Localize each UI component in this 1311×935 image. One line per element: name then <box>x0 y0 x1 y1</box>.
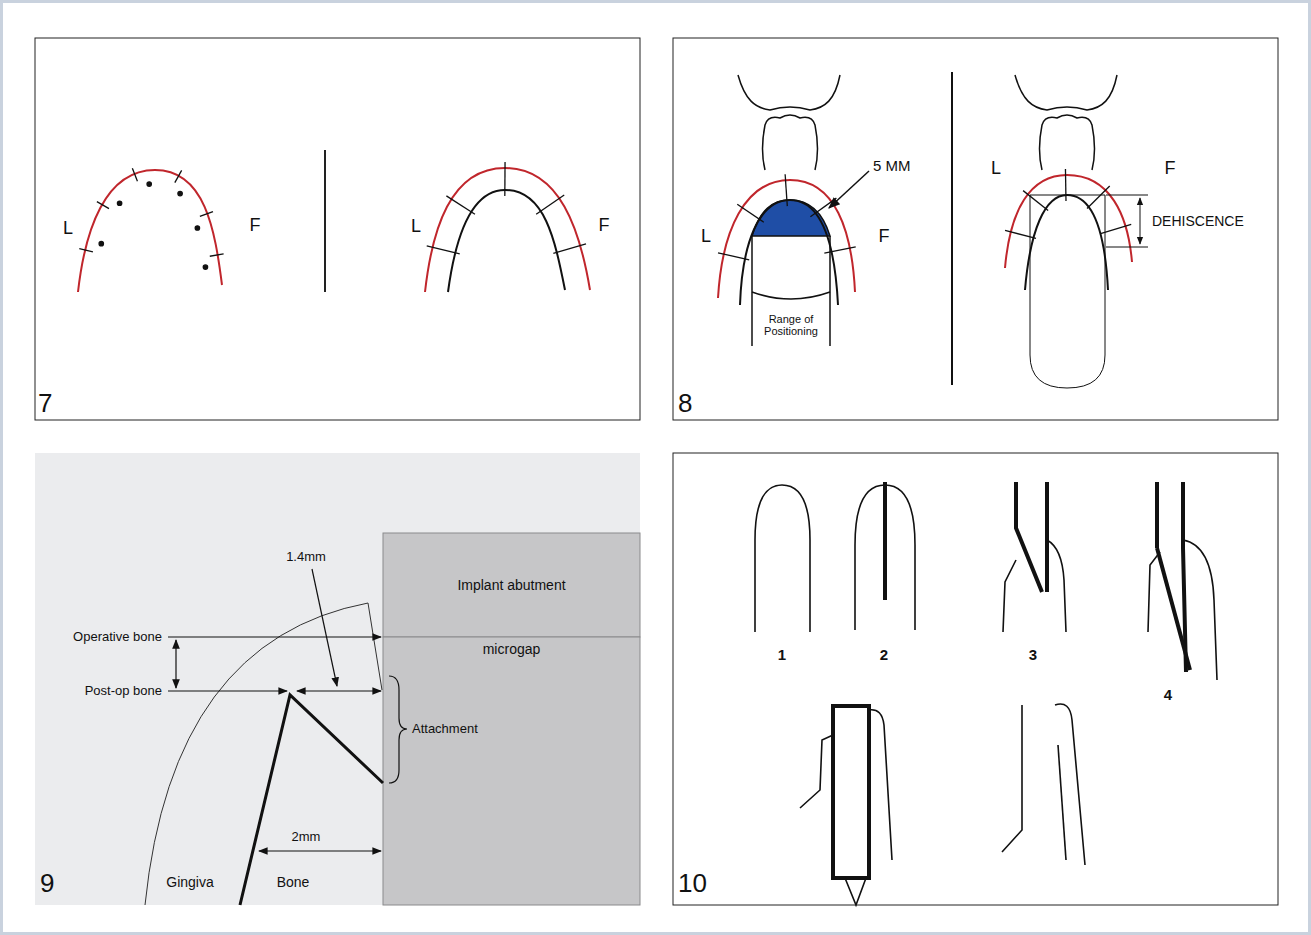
tissue-label: Bone <box>277 874 310 890</box>
step-number: 2 <box>880 646 888 663</box>
figure-number: 7 <box>38 389 52 419</box>
tick-mark <box>175 170 182 182</box>
tick-mark <box>1087 186 1110 209</box>
ridge-figure <box>718 72 1148 388</box>
side-letter: L <box>701 226 711 247</box>
ridge-figure <box>78 150 590 292</box>
box-label: Implant abutment <box>457 577 565 593</box>
tick-mark <box>824 247 855 253</box>
suture-dot <box>99 241 103 245</box>
side-letter: F <box>250 215 261 236</box>
tick-mark <box>1065 169 1067 201</box>
range-label: Range of Positioning <box>758 313 824 337</box>
side-letter: F <box>879 226 890 247</box>
side-letter: L <box>63 218 73 239</box>
panel-frame <box>35 453 640 905</box>
figure-number: 8 <box>678 389 692 419</box>
tick-mark <box>504 162 506 196</box>
dimension: 2mm <box>292 830 321 845</box>
dimension: 1.4mm <box>286 550 326 565</box>
tick-mark <box>1023 191 1048 211</box>
dimension: 5 MM <box>873 157 911 174</box>
incision-figure <box>755 482 1217 905</box>
tick-mark <box>1005 230 1036 238</box>
tick-mark <box>427 246 460 254</box>
tick-mark <box>79 249 93 252</box>
bracket-label: Attachment <box>412 722 478 737</box>
suture-dot <box>203 265 207 269</box>
step-number: 4 <box>1164 686 1172 703</box>
tick-mark <box>132 168 137 181</box>
tick-mark <box>446 196 475 214</box>
step-number: 1 <box>778 646 786 663</box>
implant-figure <box>145 533 640 905</box>
figure-number: 9 <box>40 869 54 899</box>
box-label: microgap <box>483 641 541 657</box>
side-letter: L <box>411 216 421 237</box>
tick-mark <box>200 212 213 217</box>
tick-mark <box>97 202 109 209</box>
tick-mark <box>810 198 836 217</box>
tick-mark <box>553 244 586 253</box>
level-label: Post-op bone <box>85 684 162 699</box>
level-label: Operative bone <box>73 630 162 645</box>
panel-frame <box>35 38 640 420</box>
tissue-label: Gingiva <box>166 874 213 890</box>
dimension: DEHISCENCE <box>1152 213 1244 229</box>
panel-frame <box>673 453 1278 905</box>
tick-mark <box>1101 224 1132 233</box>
side-letter: L <box>991 158 1001 179</box>
step-number: 3 <box>1029 646 1037 663</box>
suture-dot <box>147 182 151 186</box>
side-letter: F <box>599 215 610 236</box>
panel-frame <box>673 38 1278 420</box>
tick-mark <box>536 195 564 214</box>
figure-number: 10 <box>678 869 707 899</box>
tick-mark <box>718 253 749 260</box>
side-letter: F <box>1165 158 1176 179</box>
suture-dot <box>195 226 199 230</box>
tick-mark <box>737 204 764 222</box>
suture-dot <box>117 201 121 205</box>
tick-mark <box>210 254 224 256</box>
tick-mark <box>785 174 787 206</box>
suture-dot <box>178 191 182 195</box>
implant-body: microgap <box>384 638 639 904</box>
abutment-box: Implant abutment <box>384 534 639 636</box>
